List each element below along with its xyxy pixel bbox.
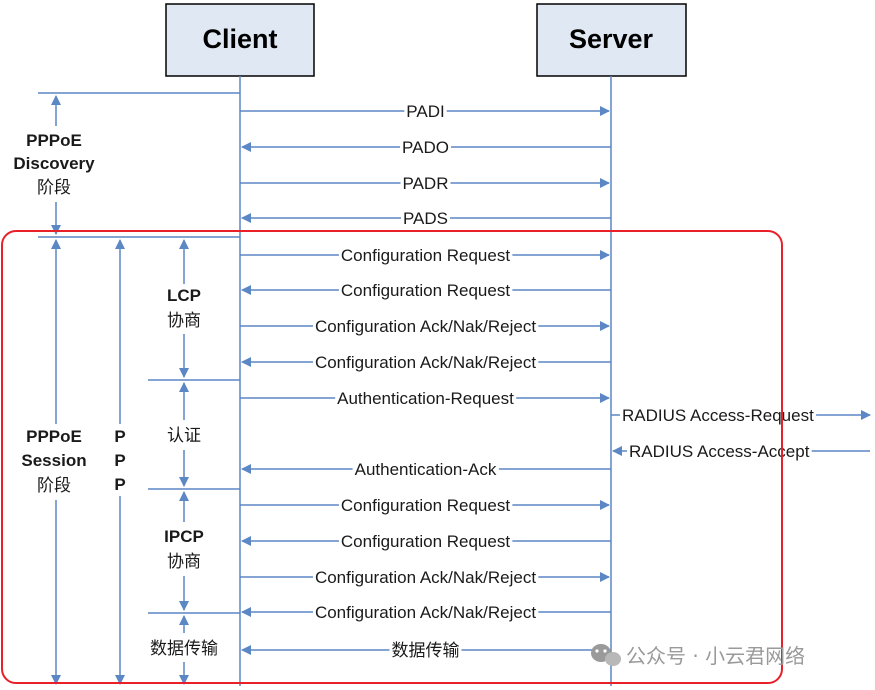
data-label: 数据传输 — [150, 639, 218, 659]
ipcp-label-2: 协商 — [167, 552, 201, 572]
radius-label-bg — [620, 405, 817, 425]
message-label: PADS — [403, 209, 448, 228]
watermark: 公众号 · 小云君网络 — [591, 644, 805, 668]
lcp-label-2: 协商 — [167, 311, 201, 331]
discovery-label-3: 阶段 — [37, 178, 71, 198]
ppp-label-2: P — [114, 451, 125, 470]
message-label: Configuration Request — [341, 532, 510, 551]
message-label: Configuration Ack/Nak/Reject — [315, 603, 536, 622]
message-label: Configuration Request — [341, 496, 510, 515]
message-label: Authentication-Ack — [355, 460, 497, 479]
message-label: Configuration Ack/Nak/Reject — [315, 353, 536, 372]
radius-label: RADIUS Access-Accept — [629, 442, 810, 461]
radius-label-bg — [627, 441, 812, 461]
message-label-bg — [312, 602, 539, 622]
message-label-bg — [338, 531, 513, 551]
watermark-text: 公众号 · 小云君网络 — [626, 644, 805, 668]
message-label: Configuration Request — [341, 246, 510, 265]
discovery-label-1: PPPoE — [26, 131, 82, 150]
message-label-bg — [400, 208, 451, 228]
message-label-bg — [312, 567, 539, 587]
message-label: PADO — [402, 138, 449, 157]
client-box: Client — [165, 3, 315, 77]
session-label-2: Session — [21, 451, 86, 470]
message-label-bg — [352, 459, 499, 479]
session-highlight-frame — [1, 230, 783, 684]
message-label-bg — [338, 495, 513, 515]
server-box: Server — [536, 3, 687, 77]
message-label: Authentication-Request — [337, 389, 514, 408]
message-label: Configuration Request — [341, 281, 510, 300]
message-label-bg — [404, 101, 447, 121]
wechat-icon — [591, 644, 621, 666]
message-label: Configuration Ack/Nak/Reject — [315, 317, 536, 336]
server-label: Server — [569, 24, 654, 54]
client-label: Client — [202, 24, 277, 54]
ppp-label-1: P — [114, 427, 125, 446]
session-label-3: 阶段 — [37, 476, 71, 496]
session-label-1: PPPoE — [26, 427, 82, 446]
message-label-bg — [400, 137, 451, 157]
ipcp-label-1: IPCP — [164, 527, 204, 546]
ppp-label-3: P — [114, 475, 125, 494]
message-label-bg — [335, 388, 517, 408]
auth-label: 认证 — [167, 426, 201, 446]
message-label: PADI — [406, 102, 444, 121]
message-label-bg — [312, 352, 539, 372]
discovery-label-2: Discovery — [13, 154, 95, 173]
message-label-bg — [312, 316, 539, 336]
message-label: 数据传输 — [392, 641, 460, 661]
message-label-bg — [400, 173, 451, 193]
lcp-label-1: LCP — [167, 286, 201, 305]
message-label-bg — [338, 245, 513, 265]
message-label-bg — [338, 280, 513, 300]
radius-label: RADIUS Access-Request — [622, 406, 814, 425]
message-label: Configuration Ack/Nak/Reject — [315, 568, 536, 587]
message-label-bg — [389, 640, 462, 661]
message-label: PADR — [403, 174, 449, 193]
